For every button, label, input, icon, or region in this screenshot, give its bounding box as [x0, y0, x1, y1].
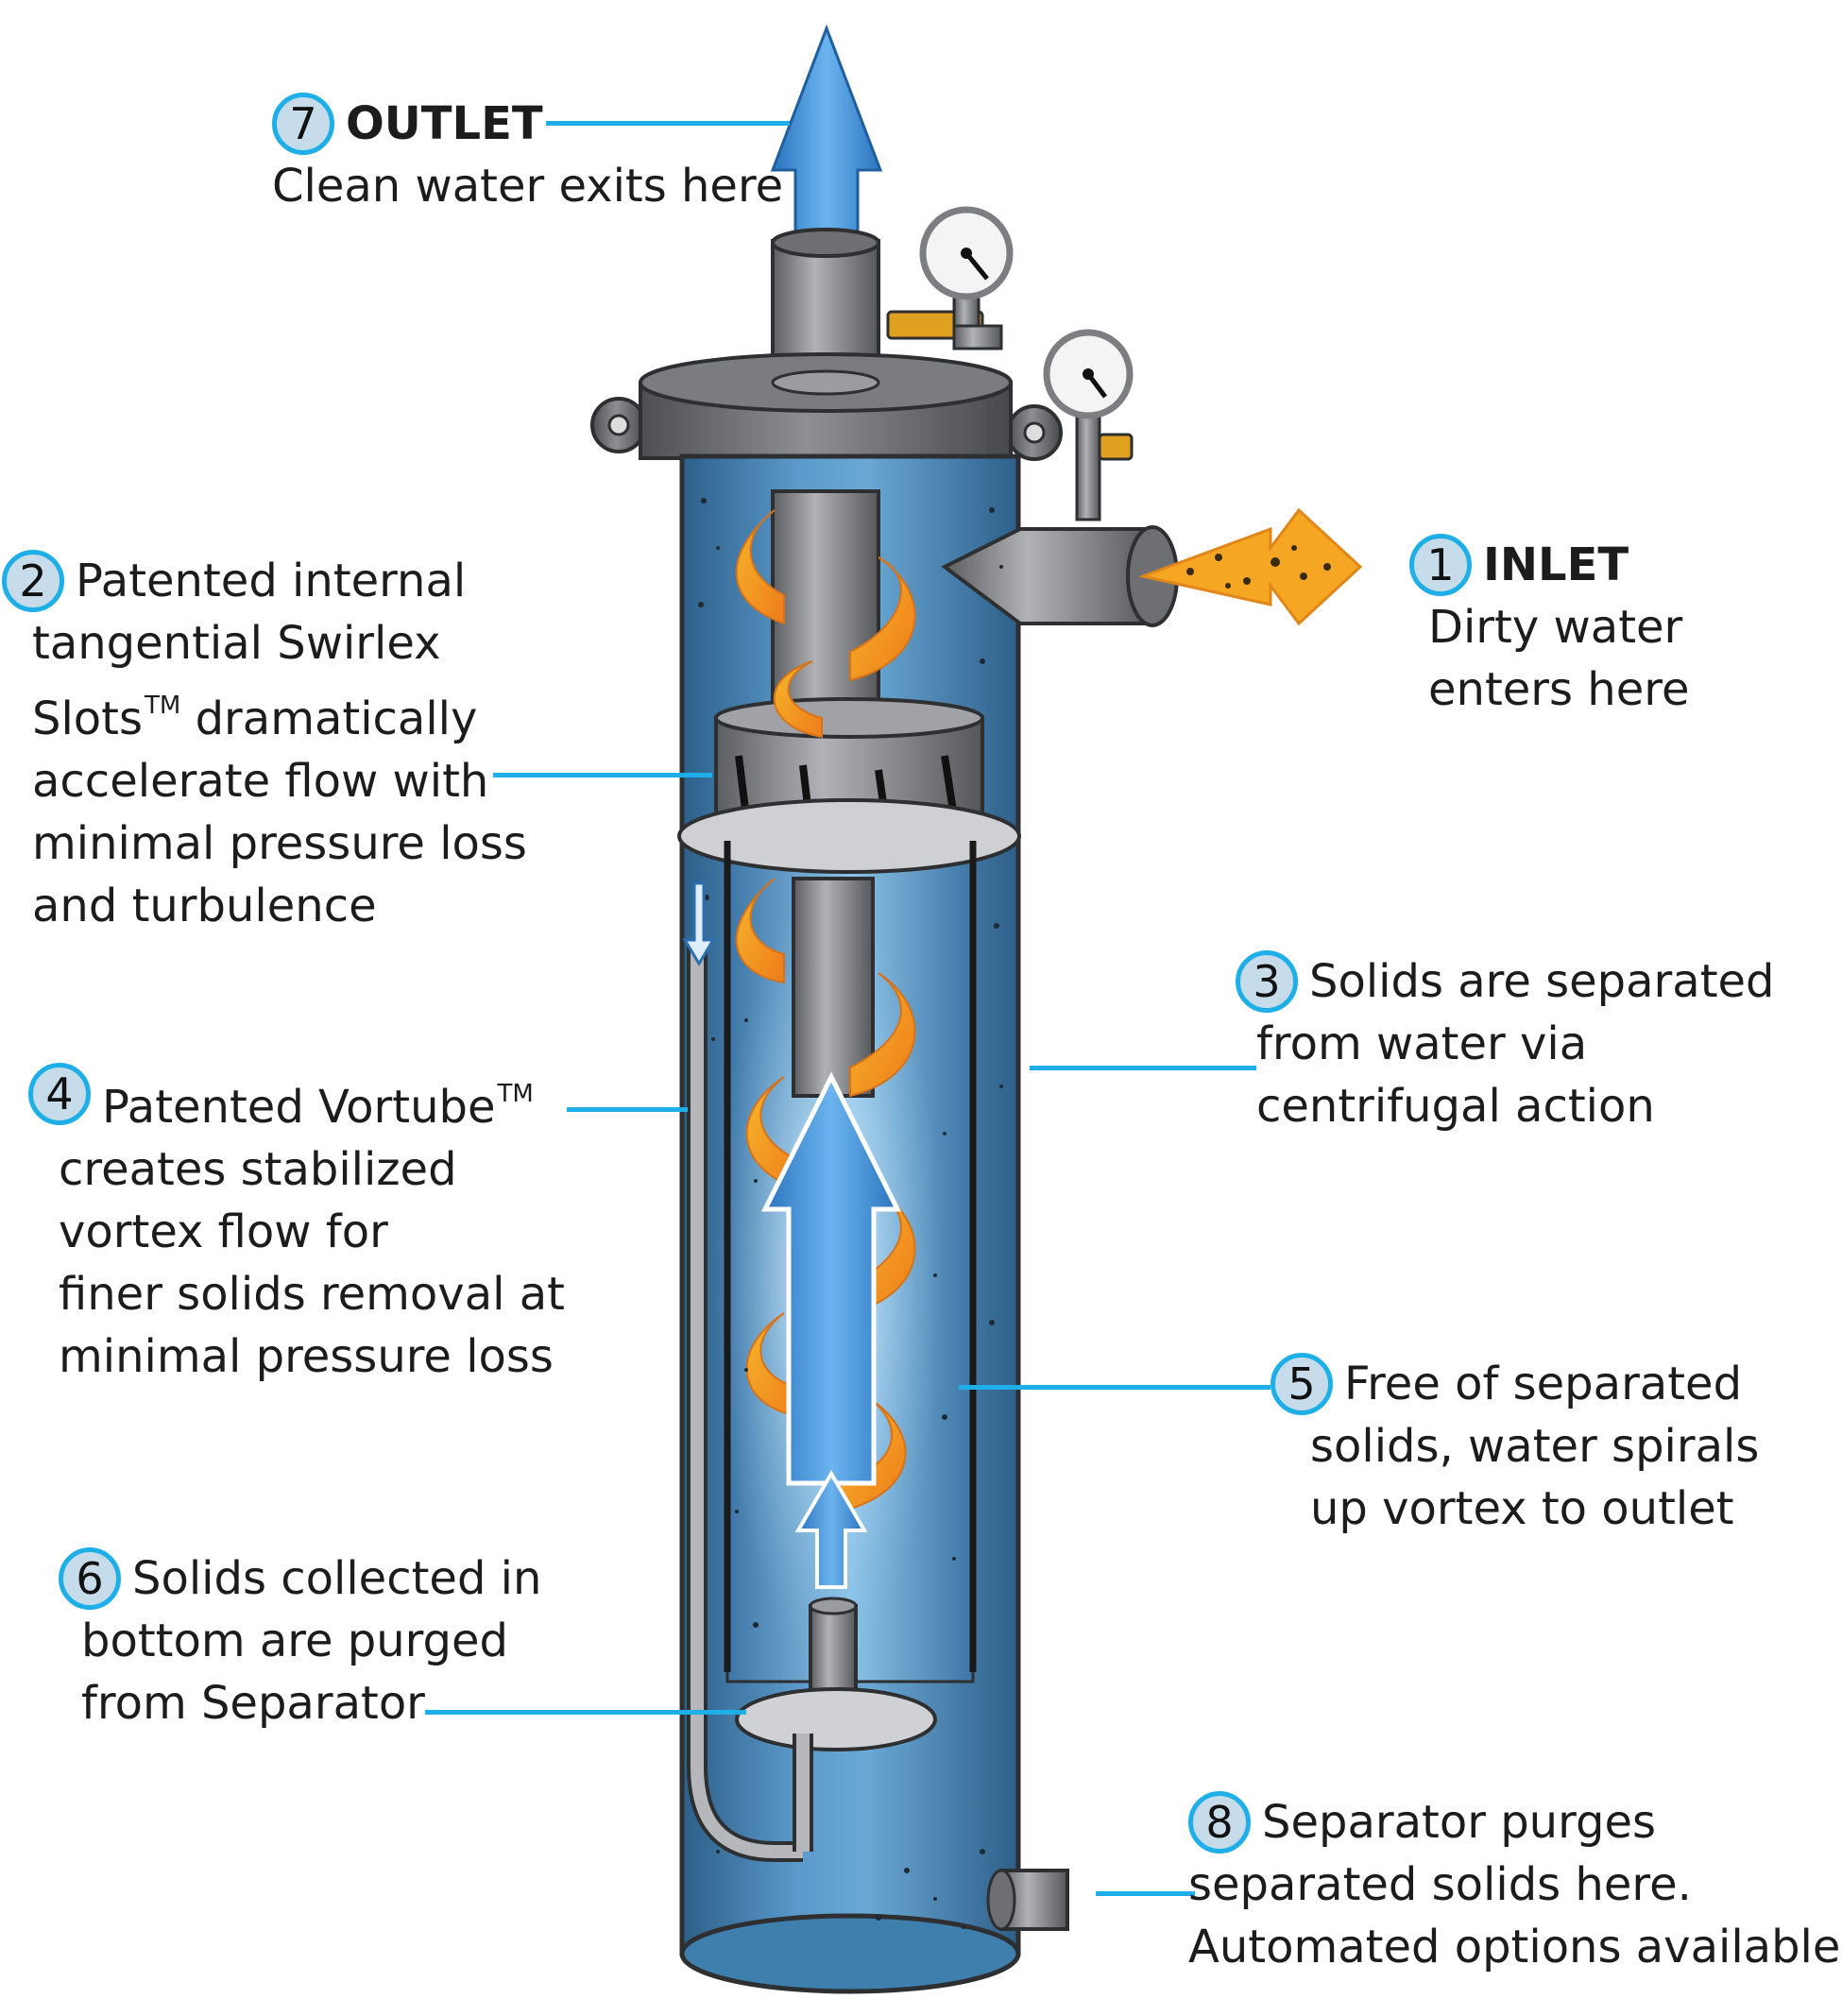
centrifugal-line-2: from water via: [1256, 1017, 1588, 1070]
collect-line-1: Solids collected in: [132, 1552, 542, 1605]
inlet-arrow: [1137, 507, 1363, 626]
vortube-line-3: vortex flow for: [59, 1205, 388, 1258]
swirlex-line-1: Patented internal: [76, 555, 467, 607]
purge-line-3: Automated options available: [1188, 1921, 1841, 1973]
leader-3: [1030, 1066, 1256, 1070]
swirlex-line-4: accelerate flow with: [32, 755, 489, 808]
step-badge-1: 1: [1409, 534, 1472, 596]
step-badge-3: 3: [1236, 950, 1298, 1013]
vortube-line-1: Patented Vortube: [102, 1081, 496, 1134]
swirlex-line-5: minimal pressure loss: [32, 817, 527, 870]
vortex-line-2: solids, water spirals: [1310, 1420, 1760, 1473]
inlet-desc-line-2: enters here: [1428, 663, 1690, 716]
vortex-line-3: up vortex to outlet: [1310, 1482, 1734, 1535]
trademark-mark: TM: [145, 692, 181, 720]
bottom-collector: [735, 1597, 937, 1852]
outlet-description: Clean water exits here: [272, 160, 784, 213]
leader-6: [425, 1710, 746, 1715]
leader-7: [546, 121, 790, 126]
outlet-arrow: [770, 24, 883, 249]
vortube-line-4: finer solids removal at: [59, 1268, 565, 1321]
swirlex-line-2: tangential Swirlex: [32, 617, 441, 670]
centrifugal-line-1: Solids are separated: [1309, 955, 1775, 1008]
purge-line-1: Separator purges: [1262, 1796, 1656, 1849]
purge-outlet: [986, 1869, 1069, 1931]
dirt-particles: [698, 498, 1003, 1929]
outlet-pressure-gauge: [886, 206, 1014, 350]
step-badge-2: 2: [2, 550, 64, 612]
swirlex-slots: [677, 697, 1021, 874]
step-badge-4: 4: [28, 1063, 91, 1125]
collect-line-3: from Separator: [81, 1677, 425, 1730]
vortube-line-5: minimal pressure loss: [59, 1330, 554, 1383]
inlet-pressure-gauge: [1043, 329, 1134, 521]
step-badge-6: 6: [59, 1547, 121, 1610]
leader-5: [959, 1385, 1271, 1390]
outlet-heading: OUTLET: [346, 97, 543, 150]
step-badge-5: 5: [1271, 1353, 1333, 1415]
swirlex-line-3a: Slots: [32, 692, 143, 745]
inlet-desc-line-1: Dirty water: [1428, 601, 1683, 654]
centrifugal-line-3: centrifugal action: [1256, 1080, 1655, 1133]
swirlex-line-3b: dramatically: [180, 692, 478, 745]
trademark-mark: TM: [497, 1080, 534, 1108]
vortex-line-1: Free of separated: [1344, 1358, 1743, 1410]
swirlex-line-6: and turbulence: [32, 880, 377, 932]
step-badge-8: 8: [1188, 1791, 1251, 1854]
inlet-heading: INLET: [1483, 538, 1629, 591]
tank-lid: [590, 352, 1063, 461]
step-badge-7: 7: [272, 93, 334, 155]
leader-2: [493, 773, 712, 777]
sludge-tube: [682, 881, 803, 1862]
purge-line-2: separated solids here.: [1188, 1858, 1692, 1911]
leader-4: [567, 1107, 688, 1112]
leader-8: [1096, 1891, 1195, 1896]
vortube-line-2: creates stabilized: [59, 1143, 457, 1196]
collect-line-2: bottom are purged: [81, 1615, 508, 1667]
